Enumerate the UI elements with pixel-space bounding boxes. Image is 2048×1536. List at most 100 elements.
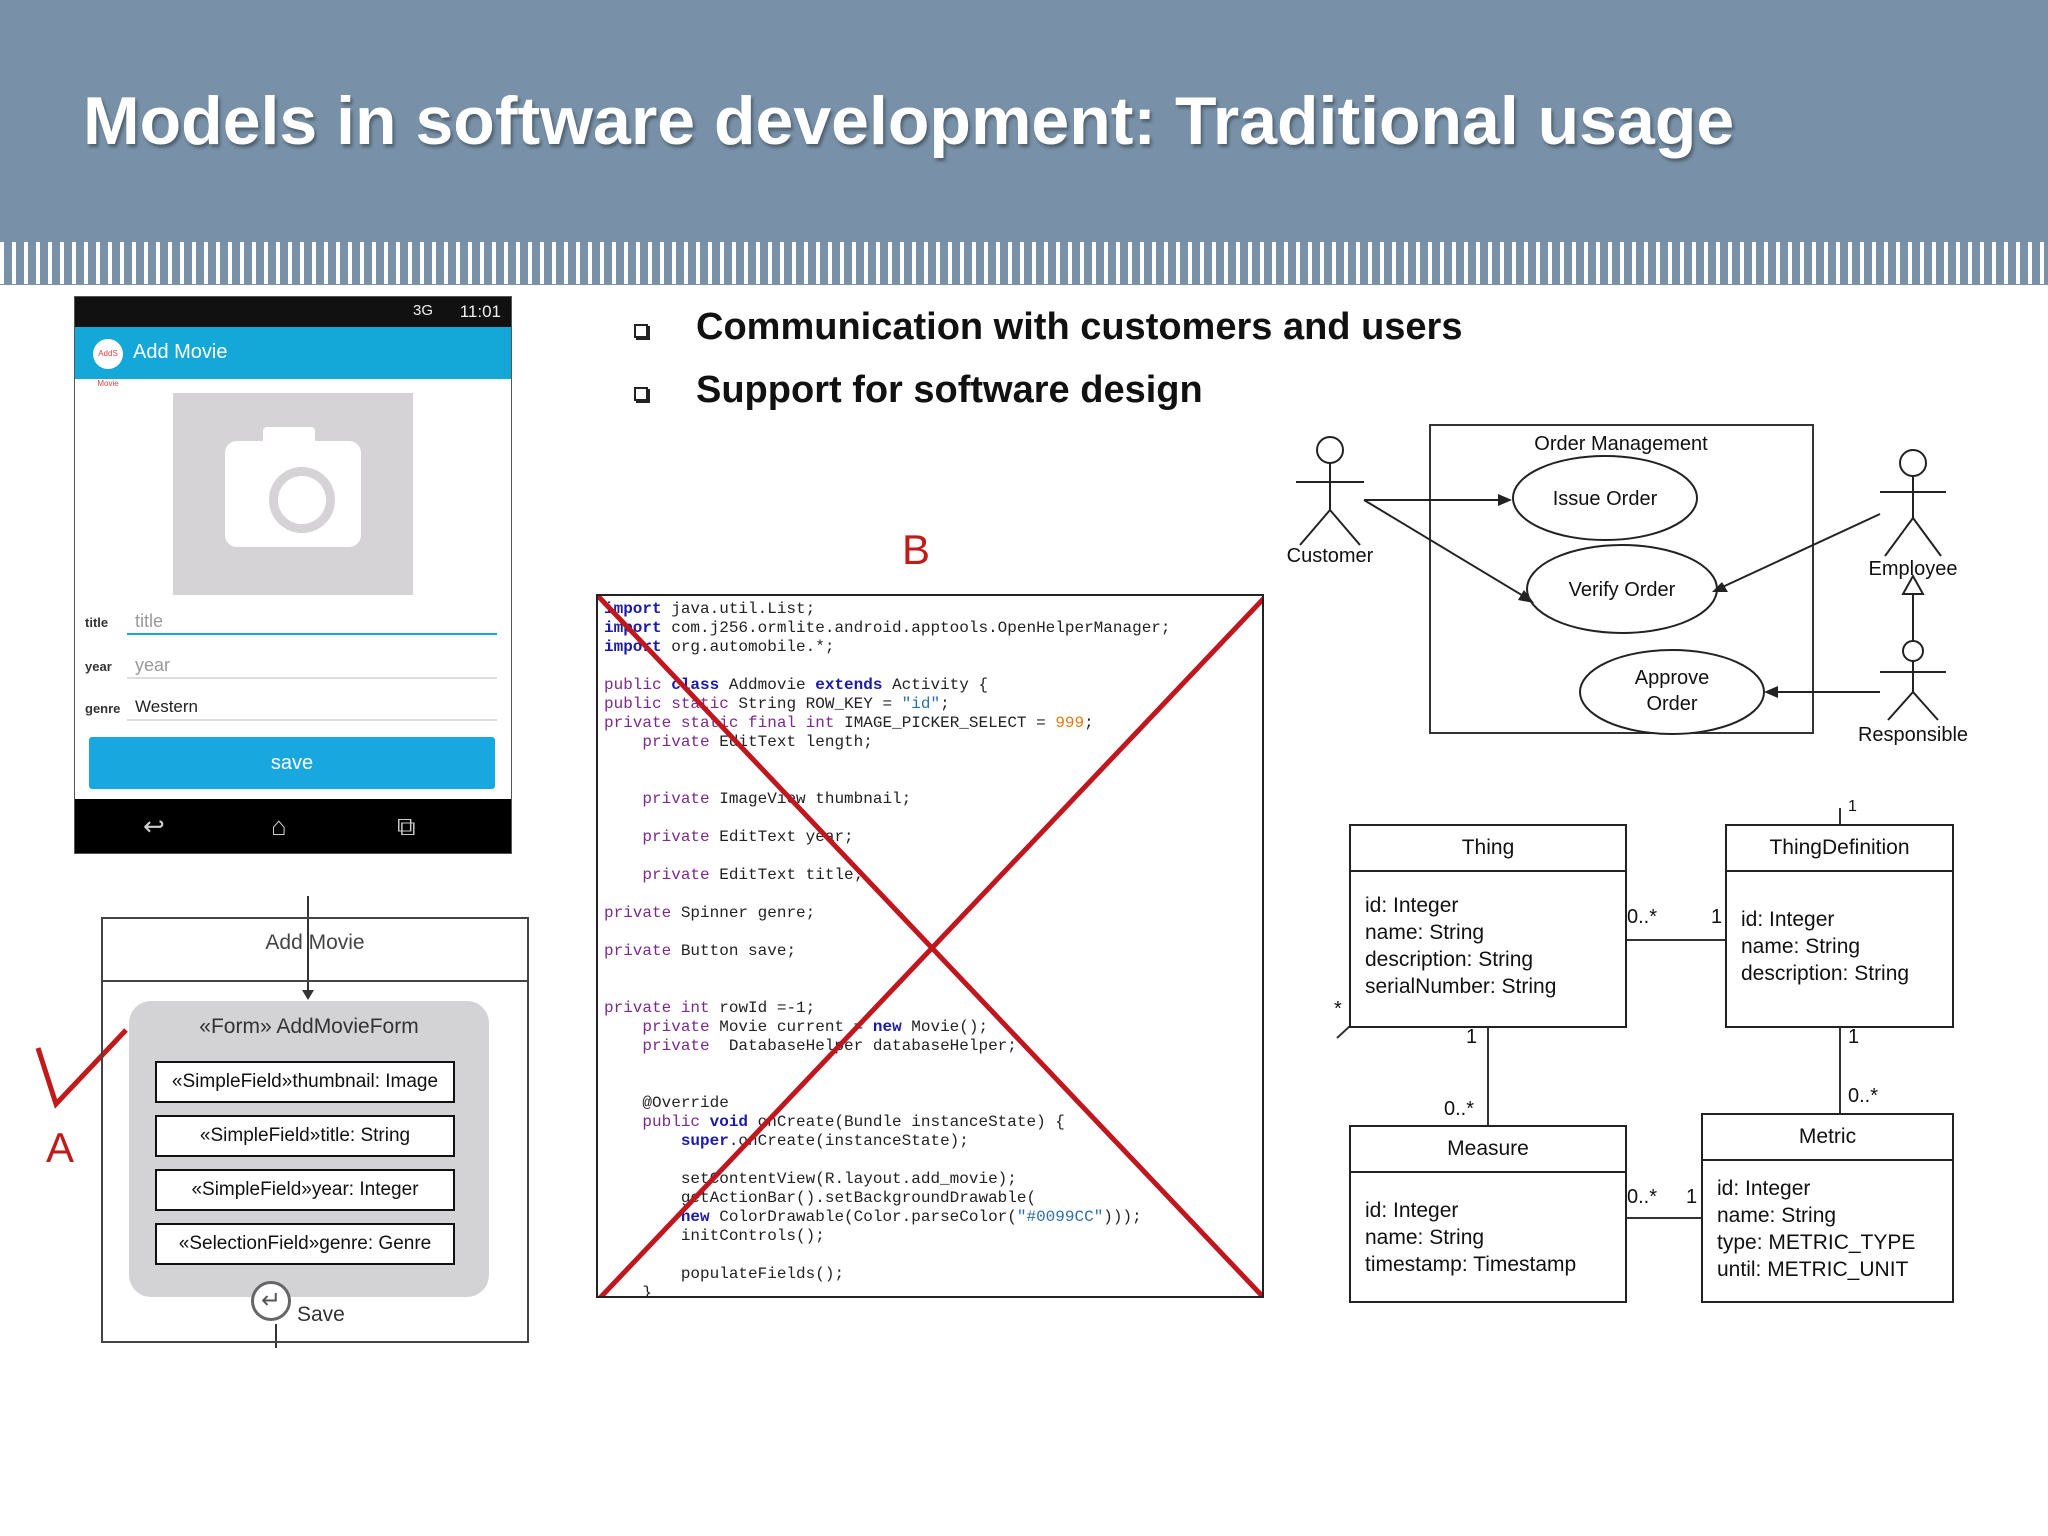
class-name: Thing bbox=[1351, 826, 1625, 872]
code-line: initControls(); bbox=[604, 1227, 825, 1245]
class-attributes: id: Integer name: String timestamp: Time… bbox=[1365, 1199, 1577, 1276]
actor-label: Employee bbox=[1869, 558, 1958, 580]
svg-text:Issue Order: Issue Order bbox=[1553, 488, 1658, 510]
class-thing: Thing id: Integer name: String descripti… bbox=[1349, 824, 1627, 1028]
svg-text:Approve: Approve bbox=[1635, 667, 1710, 689]
multiplicity-label: 0..* bbox=[1848, 1085, 1879, 1107]
code-line: getActionBar().setBackgroundDrawable( bbox=[604, 1189, 1037, 1207]
code-line: import org.automobile.*; bbox=[604, 638, 835, 656]
multiplicity-label: 1 bbox=[1848, 1026, 1860, 1048]
actor-label: Customer bbox=[1287, 545, 1374, 567]
slide-header: Models in software development: Traditio… bbox=[0, 0, 2048, 285]
header-tick-band bbox=[0, 242, 2048, 284]
system-name: Order Management bbox=[1534, 433, 1708, 455]
label-a: A bbox=[46, 1124, 75, 1171]
code-line: private Button save; bbox=[604, 942, 797, 960]
class-attributes: id: Integer name: String description: St… bbox=[1365, 894, 1557, 998]
code-line: import java.util.List; bbox=[604, 600, 816, 618]
form-field: «SimpleField»thumbnail: Image bbox=[155, 1061, 455, 1103]
class-thingdefinition: ThingDefinition id: Integer name: String… bbox=[1725, 824, 1954, 1028]
code-line: public void onCreate(Bundle instanceStat… bbox=[642, 1113, 1065, 1131]
multiplicity-label: 0..* bbox=[1627, 1186, 1658, 1208]
form-container: «Form» AddMovieForm «SimpleField»thumbna… bbox=[129, 1001, 489, 1297]
system-boundary bbox=[1429, 424, 1814, 734]
code-line: setContentView(R.layout.add_movie); bbox=[604, 1170, 1017, 1188]
app-logo: AddS Movie bbox=[93, 339, 123, 388]
customer-actor-icon bbox=[1296, 436, 1364, 546]
actor-label: Responsible bbox=[1858, 724, 1968, 746]
code-listing: } populateFields(); initControls(); new … bbox=[596, 594, 1264, 1298]
signal-indicator: 3G bbox=[412, 302, 433, 319]
title-input[interactable]: title bbox=[127, 611, 497, 635]
code-line: } bbox=[604, 1284, 653, 1298]
employee-actor-icon bbox=[1880, 449, 1946, 557]
year-field-row: year year bbox=[85, 649, 501, 679]
year-input[interactable]: year bbox=[127, 655, 497, 679]
label-b: B bbox=[902, 526, 931, 573]
code-line: private int rowId =-1; bbox=[604, 999, 816, 1017]
title-label: title bbox=[85, 615, 109, 630]
code-line: import com.j256.ormlite.android.apptools… bbox=[604, 619, 1171, 637]
cross-out-icon bbox=[598, 596, 1262, 1296]
thumbnail-picker[interactable] bbox=[173, 393, 413, 595]
phone-mockup: 3G 11:01 AddS Movie Add Movie title titl… bbox=[74, 296, 512, 854]
class-name: Measure bbox=[1351, 1127, 1625, 1173]
back-icon[interactable]: ↩ bbox=[143, 811, 165, 841]
class-measure: Measure id: Integer name: String timesta… bbox=[1349, 1125, 1627, 1303]
square-bullet-icon bbox=[634, 324, 648, 338]
action-bar: AddS Movie Add Movie bbox=[75, 327, 511, 388]
app-title: Add Movie bbox=[133, 341, 228, 363]
code-line: private Spinner genre; bbox=[604, 904, 816, 922]
multiplicity-label: 1 bbox=[1848, 798, 1857, 815]
use-case-ellipse bbox=[1579, 649, 1765, 735]
nav-bar: ↩ ⌂ ⧉ bbox=[75, 799, 511, 853]
genre-select[interactable]: Western bbox=[127, 697, 497, 721]
svg-text:Verify Order: Verify Order bbox=[1569, 579, 1676, 601]
code-line: private DatabaseHelper databaseHelper; bbox=[642, 1037, 1017, 1055]
form-model-title: Add Movie bbox=[265, 931, 365, 954]
form-field: «SelectionField»genre: Genre bbox=[155, 1223, 455, 1265]
year-label: year bbox=[85, 659, 112, 674]
multiplicity-label: * bbox=[1334, 998, 1342, 1020]
multiplicity-label: 1 bbox=[1686, 1186, 1698, 1208]
class-name: Metric bbox=[1703, 1115, 1952, 1161]
class-name: ThingDefinition bbox=[1727, 826, 1952, 872]
code-line: populateFields(); bbox=[604, 1265, 845, 1283]
multiplicity-label: 0..* bbox=[1444, 1098, 1475, 1120]
status-time: 11:01 bbox=[459, 302, 501, 321]
svg-text:Order: Order bbox=[1646, 693, 1697, 715]
camera-icon bbox=[225, 427, 361, 547]
code-line: @Override bbox=[604, 1094, 729, 1112]
code-line: new ColorDrawable(Color.parseColor("#009… bbox=[680, 1208, 1142, 1226]
class-attributes: id: Integer name: String description: St… bbox=[1741, 908, 1910, 985]
genre-label: genre bbox=[85, 701, 121, 716]
code-line: private EditText length; bbox=[642, 733, 873, 751]
use-case-ellipse bbox=[1512, 455, 1698, 541]
form-name: «Form» AddMovieForm bbox=[199, 1015, 419, 1038]
form-field: «SimpleField»year: Integer bbox=[155, 1169, 455, 1211]
class-attributes: id: Integer name: String type: METRIC_TY… bbox=[1717, 1177, 1916, 1281]
square-bullet-icon bbox=[634, 387, 648, 401]
multiplicity-label: 1 bbox=[1466, 1026, 1478, 1048]
code-line: public class Addmovie extends Activity { bbox=[604, 676, 989, 694]
multiplicity-label: 1 bbox=[1711, 906, 1723, 928]
code-line: super.onCreate(instanceState); bbox=[680, 1132, 969, 1150]
code-line: private EditText title; bbox=[642, 866, 864, 884]
enter-icon: ↵ bbox=[251, 1281, 291, 1321]
form-field: «SimpleField»title: String bbox=[155, 1115, 455, 1157]
form-action-label: Save bbox=[297, 1303, 345, 1326]
form-model: Add Movie «Form» AddMovieForm «SimpleFie… bbox=[101, 917, 529, 1343]
code-line: private Movie current = new Movie(); bbox=[642, 1018, 989, 1036]
home-icon[interactable]: ⌂ bbox=[271, 811, 287, 841]
status-bar: 3G 11:01 bbox=[75, 297, 511, 327]
genre-field-row: genre Western bbox=[85, 691, 501, 721]
slide-title: Models in software development: Traditio… bbox=[83, 83, 1735, 159]
class-metric: Metric id: Integer name: String type: ME… bbox=[1701, 1113, 1954, 1303]
save-button[interactable]: save bbox=[89, 737, 495, 789]
title-field-row: title title bbox=[85, 605, 501, 635]
responsible-actor-icon bbox=[1880, 640, 1946, 721]
class-associations bbox=[1336, 808, 1841, 1219]
recents-icon[interactable]: ⧉ bbox=[397, 811, 416, 841]
multiplicity-label: 0..* bbox=[1627, 906, 1658, 928]
